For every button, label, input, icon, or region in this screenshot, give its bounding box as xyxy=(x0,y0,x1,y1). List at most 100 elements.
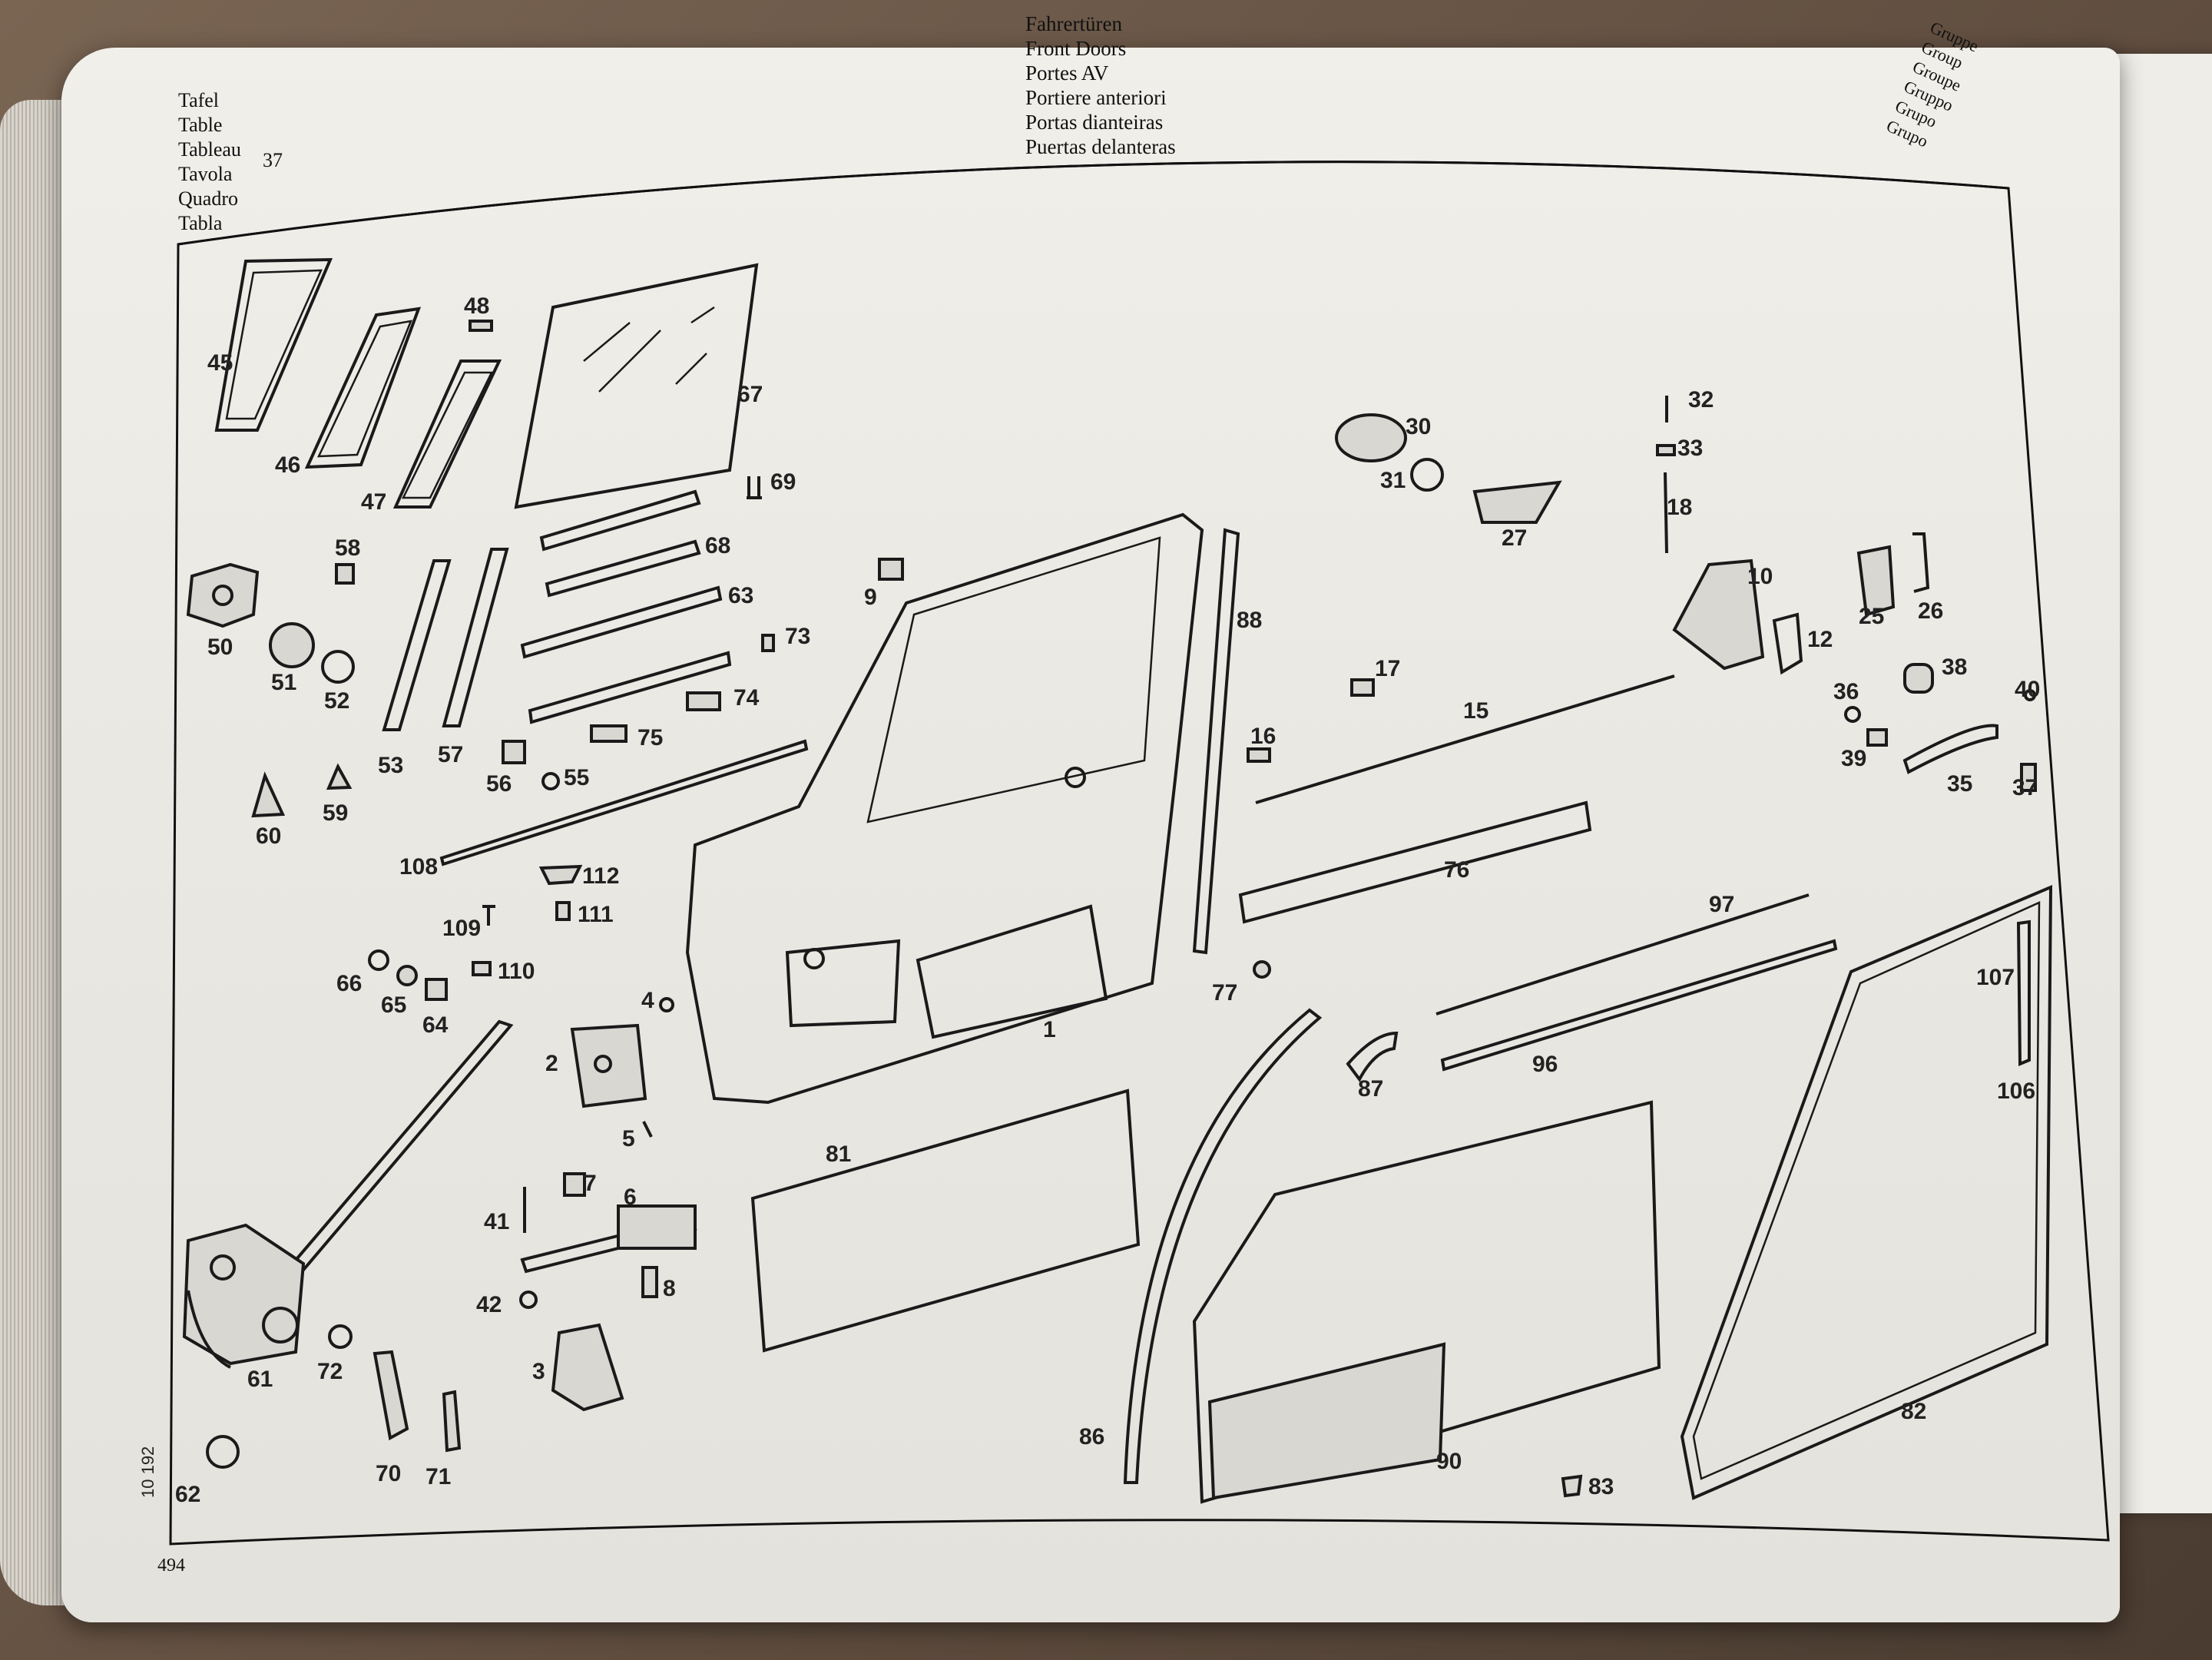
part-62-spring xyxy=(206,1435,240,1469)
part-109-screw xyxy=(482,905,495,926)
part-number-73: 73 xyxy=(785,624,810,649)
part-number-77: 77 xyxy=(1212,980,1237,1006)
part-75-clip xyxy=(590,724,628,743)
part-number-87: 87 xyxy=(1358,1076,1383,1102)
part-number-41: 41 xyxy=(484,1209,509,1234)
print-code: 10 192 xyxy=(138,1446,157,1498)
part-16-clip xyxy=(1247,747,1271,763)
part-86-seal xyxy=(1123,1008,1323,1484)
part-110-clip xyxy=(472,961,492,976)
part-number-107: 107 xyxy=(1976,965,2015,990)
part-number-53: 53 xyxy=(378,753,403,778)
part-6-door-check xyxy=(520,1204,697,1274)
part-48-clip xyxy=(469,320,493,332)
part-65-washer xyxy=(396,965,418,986)
page-number: 494 xyxy=(157,1556,185,1576)
part-number-30: 30 xyxy=(1406,414,1431,439)
part-17-clip xyxy=(1350,678,1375,697)
part-number-39: 39 xyxy=(1841,746,1866,771)
part-number-31: 31 xyxy=(1380,468,1406,493)
part-73-bolt xyxy=(761,634,775,652)
part-112-cap xyxy=(538,864,583,886)
part-number-68: 68 xyxy=(705,533,730,558)
part-12-striker xyxy=(1772,612,1803,675)
part-number-108: 108 xyxy=(399,854,438,880)
part-number-71: 71 xyxy=(426,1464,451,1489)
part-number-97: 97 xyxy=(1709,892,1734,917)
part-74-rail xyxy=(528,651,732,724)
part-number-59: 59 xyxy=(323,800,348,826)
part-number-76: 76 xyxy=(1444,857,1469,883)
title-line: Portiere anteriori xyxy=(1025,86,1167,109)
part-number-1: 1 xyxy=(1043,1017,1056,1042)
header-line: Tabla xyxy=(178,212,223,234)
part-number-75: 75 xyxy=(637,725,663,750)
part-38-bezel xyxy=(1903,663,1934,694)
part-71-knob xyxy=(442,1390,462,1453)
part-number-33: 33 xyxy=(1677,436,1703,461)
part-number-55: 55 xyxy=(564,765,589,790)
part-88-seal-strip xyxy=(1192,528,1240,955)
part-87-pull xyxy=(1346,1031,1399,1082)
part-number-48: 48 xyxy=(464,293,489,319)
part-number-9: 9 xyxy=(864,585,877,610)
part-number-35: 35 xyxy=(1947,771,1972,797)
part-number-74: 74 xyxy=(733,685,760,711)
part-number-2: 2 xyxy=(545,1051,558,1076)
part-number-12: 12 xyxy=(1807,627,1833,652)
part-39-pad xyxy=(1866,728,1888,747)
part-number-16: 16 xyxy=(1250,724,1276,749)
part-number-90: 90 xyxy=(1436,1449,1462,1474)
part-18-rod xyxy=(1664,472,1668,554)
part-number-66: 66 xyxy=(336,971,362,996)
part-10-door-lock xyxy=(1672,558,1765,671)
part-number-38: 38 xyxy=(1942,654,1967,680)
part-69-clip xyxy=(747,476,762,499)
title-line: Fahrertüren xyxy=(1025,12,1122,35)
part-number-64: 64 xyxy=(422,1012,449,1038)
title-line: Portes AV xyxy=(1025,61,1109,84)
part-58-bracket xyxy=(335,563,355,585)
part-90-door-trim-panel xyxy=(1192,1100,1661,1504)
part-number-40: 40 xyxy=(2015,677,2040,702)
part-number-65: 65 xyxy=(381,992,406,1018)
part-70-crank-handle xyxy=(373,1350,409,1441)
part-53-channel xyxy=(382,559,452,731)
part-27-hinge xyxy=(1472,480,1562,524)
part-number-45: 45 xyxy=(207,350,233,376)
part-number-26: 26 xyxy=(1918,598,1943,624)
part-number-46: 46 xyxy=(275,452,300,478)
part-2-hinge xyxy=(570,1023,647,1108)
part-107-strip xyxy=(2016,919,2031,1066)
header-line: Table xyxy=(178,114,223,136)
part-number-52: 52 xyxy=(324,688,349,714)
part-number-88: 88 xyxy=(1237,608,1262,633)
part-31-ring xyxy=(1410,458,1444,492)
part-number-83: 83 xyxy=(1588,1474,1614,1499)
part-number-15: 15 xyxy=(1463,698,1488,724)
part-97-moulding xyxy=(1435,893,1810,1016)
part-51-roller xyxy=(269,622,315,668)
part-number-63: 63 xyxy=(728,583,753,608)
part-61-window-regulator xyxy=(182,1019,514,1369)
part-40-screw xyxy=(2024,689,2036,701)
part-4-screw xyxy=(659,997,674,1012)
part-number-106: 106 xyxy=(1997,1079,2035,1104)
part-number-61: 61 xyxy=(247,1367,273,1392)
part-30-cover xyxy=(1335,413,1407,462)
part-number-25: 25 xyxy=(1859,604,1884,629)
part-number-3: 3 xyxy=(532,1359,545,1384)
part-67-door-glass xyxy=(514,263,759,509)
part-42-nut xyxy=(519,1291,538,1309)
part-number-86: 86 xyxy=(1079,1424,1104,1450)
part-7-bushing xyxy=(563,1172,586,1197)
part-number-10: 10 xyxy=(1747,564,1773,589)
part-number-60: 60 xyxy=(256,823,281,849)
part-8-clip xyxy=(641,1266,658,1298)
part-68-rail xyxy=(539,489,701,552)
part-63b-rail xyxy=(520,585,723,659)
part-9-stop xyxy=(878,558,904,581)
part-81-insulation-panel xyxy=(750,1088,1141,1353)
